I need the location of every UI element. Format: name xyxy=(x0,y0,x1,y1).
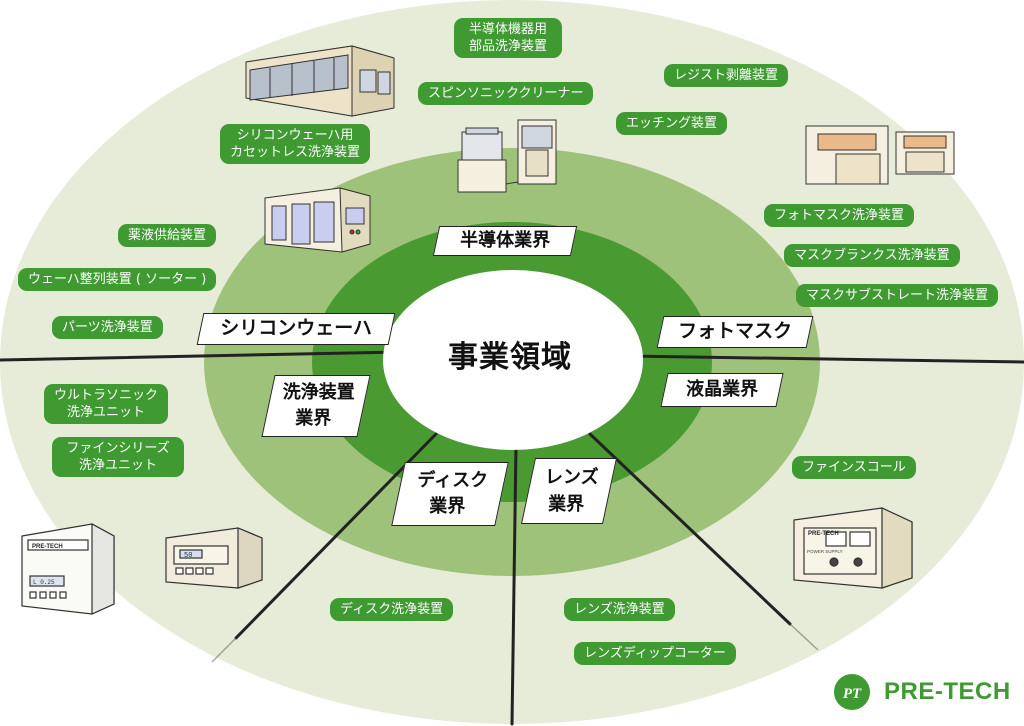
sector-lcd-label: 液晶業界 xyxy=(686,379,759,400)
ultrasonic-unit-illustration xyxy=(21,522,115,615)
pill-mask-substrate-cleaning[interactable]: マスクサブストレート洗浄装置 xyxy=(796,284,999,307)
pill-ultrasonic-line2: 洗浄ユニット xyxy=(66,405,145,420)
sector-lcd: 液晶業界 xyxy=(660,373,784,407)
sector-cleaning-equipment-line1: 洗浄装置 xyxy=(282,382,355,403)
ultrasonic-unit-display: L 0.25 xyxy=(33,579,55,586)
sector-disk: ディスク 業界 xyxy=(391,462,509,526)
fine-series-unit-display: 50 xyxy=(184,552,192,560)
photomask-equipment-illustration xyxy=(805,125,955,185)
pill-fine-series-unit[interactable]: ファインシリーズ 洗浄ユニット xyxy=(52,437,184,477)
sector-cleaning-equipment-line2: 業界 xyxy=(295,408,332,429)
company-logo: PT PRE-TECH xyxy=(832,672,1012,712)
outer-divider-extensions xyxy=(211,623,819,663)
pill-parts-cleaning[interactable]: パーツ洗浄装置 xyxy=(52,316,163,339)
wafer-cassetteless-equipment-illustration xyxy=(245,45,395,117)
pill-cassetteless-cleaning[interactable]: シリコンウェーハ用 カセットレス洗浄装置 xyxy=(220,124,370,164)
sector-semiconductor: 半導体業界 xyxy=(432,226,578,256)
sector-lens-line2: 業界 xyxy=(548,494,585,515)
divider-right xyxy=(623,354,1024,364)
fine-scall-unit-brand: PRE-TECH xyxy=(808,531,839,537)
ultrasonic-unit-brand: PRE-TECH xyxy=(32,544,63,550)
pill-ultrasonic-line1: ウルトラソニック xyxy=(54,388,159,403)
logo-text: PRE-TECH xyxy=(884,678,1011,705)
pill-disk-cleaning[interactable]: ディスク洗浄装置 xyxy=(330,598,454,621)
logo-mark-icon: PT xyxy=(834,674,870,710)
pill-semi-parts-cleaning[interactable]: 半導体機器用 部品洗浄装置 xyxy=(454,18,562,58)
divider-lower-right xyxy=(588,432,792,626)
pill-ultrasonic-unit[interactable]: ウルトラソニック 洗浄ユニット xyxy=(44,384,168,424)
center-title: 事業領域 xyxy=(448,340,572,375)
pill-chemical-supply[interactable]: 薬液供給装置 xyxy=(118,224,217,247)
pill-spinsonic-cleaner[interactable]: スピンソニッククリーナー xyxy=(418,82,594,105)
sector-dividers xyxy=(0,350,1024,726)
sector-lens: レンズ 業界 xyxy=(520,458,618,524)
sector-photomask-label: フォトマスク xyxy=(678,320,793,342)
pill-lens-cleaning[interactable]: レンズ洗浄装置 xyxy=(564,598,675,621)
pill-cassetteless-line2: カセットレス洗浄装置 xyxy=(230,145,361,160)
spinsonic-cleaner-illustration xyxy=(457,119,557,193)
sector-photomask: フォトマスク xyxy=(656,316,814,348)
sector-lens-line1: レンズ xyxy=(545,467,599,488)
pill-lens-dip-coater[interactable]: レンズディップコーター xyxy=(574,642,736,665)
pill-semi-parts-line1: 半導体機器用 xyxy=(468,22,547,37)
pill-etching[interactable]: エッチング装置 xyxy=(616,112,728,135)
sector-silicon-wafer: シリコンウェーハ xyxy=(196,313,396,345)
logo-mark-text: PT xyxy=(843,686,862,702)
pill-cassetteless-line1: シリコンウェーハ用 xyxy=(236,128,354,143)
sector-disk-line1: ディスク xyxy=(417,470,489,491)
pill-fine-series-line2: 洗浄ユニット xyxy=(78,458,157,473)
sector-disk-line2: 業界 xyxy=(429,496,466,517)
sector-semiconductor-label: 半導体業界 xyxy=(460,230,551,251)
fine-scall-unit-illustration xyxy=(793,507,913,589)
pill-fine-series-line1: ファインシリーズ xyxy=(66,441,170,456)
chemical-supply-equipment-illustration xyxy=(264,187,371,253)
pill-photomask-cleaning[interactable]: フォトマスク洗浄装置 xyxy=(764,204,915,227)
sector-silicon-wafer-label: シリコンウェーハ xyxy=(220,317,372,339)
pill-wafer-sorter[interactable]: ウェーハ整列装置 ( ソーター ) xyxy=(18,268,217,291)
center-ellipse xyxy=(383,270,643,450)
fine-scall-unit-caption: POWER SUPPLY xyxy=(807,549,843,554)
fine-series-unit-illustration xyxy=(165,527,263,589)
divider-left xyxy=(0,350,402,362)
pill-semi-parts-line2: 部品洗浄装置 xyxy=(468,39,547,54)
pill-mask-blanks-cleaning[interactable]: マスクブランクス洗浄装置 xyxy=(784,244,960,267)
divider-lower-center xyxy=(510,443,518,726)
pill-fine-scall[interactable]: ファインスコール xyxy=(792,456,916,479)
pill-resist-stripper[interactable]: レジスト剥離装置 xyxy=(664,64,789,87)
sector-cleaning-equipment: 洗浄装置 業界 xyxy=(261,375,371,437)
